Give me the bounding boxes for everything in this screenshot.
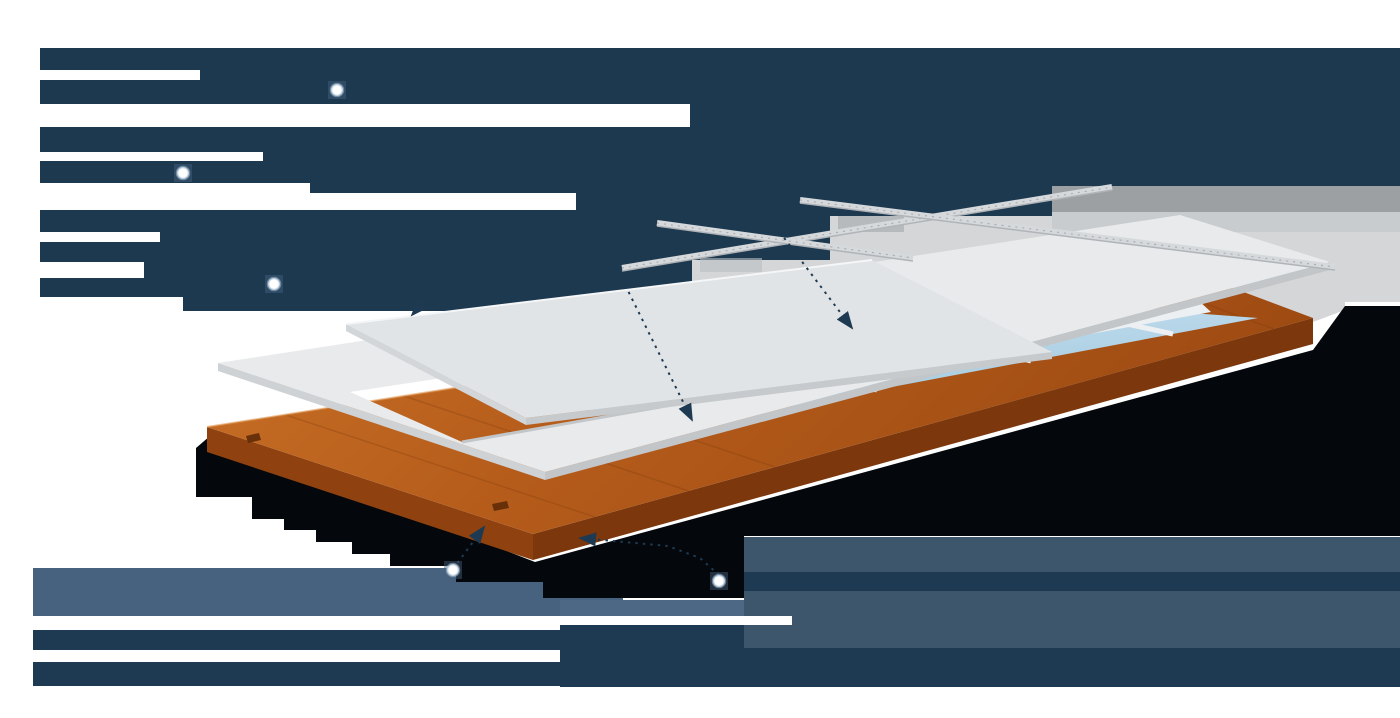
arrow-to-glazing-sheet [410, 237, 483, 317]
glazing-sheet-front-edge [526, 352, 1052, 425]
arrow-to-glazing-channel [747, 189, 854, 330]
redacted-panel-understrip [560, 600, 744, 616]
hero-text-line-mask [40, 70, 200, 80]
hero-text-line-mask [310, 193, 576, 210]
door-edge-notch-1 [246, 433, 261, 443]
callout-4 [444, 561, 462, 579]
bg-white-strip-right [1345, 302, 1400, 308]
redacted-panel-bottom-middle [744, 537, 1400, 650]
callout-1 [328, 81, 346, 99]
door-slab-front-face [533, 318, 1313, 560]
arrow-to-door-edge-notch [452, 525, 486, 570]
frame-layer-left-edge [218, 363, 545, 480]
hero-text-line-mask [40, 262, 144, 278]
white-gap-strip [543, 616, 792, 625]
bg-step-artifact-2 [700, 258, 762, 272]
redacted-line-bottom-left-3 [33, 662, 597, 686]
door-shadow [196, 306, 1400, 598]
callout-dot [175, 165, 191, 181]
redacted-bar-bottom-wide [744, 648, 1400, 687]
arrow-to-frame-opening [591, 217, 693, 422]
muntin-bar-2 [799, 197, 1336, 271]
redacted-panel-stripe [744, 572, 1400, 591]
glazing-sheet-layer [345, 259, 1052, 425]
hero-text-line-mask [40, 104, 690, 127]
glazing-sheet-back-highlight [345, 259, 873, 325]
glazing-sheet-top-face [346, 260, 1052, 418]
redacted-bar-bottom-middle-left [560, 625, 744, 687]
redacted-line-bottom-left-2 [33, 630, 615, 650]
callout-5 [710, 572, 728, 590]
hero-text-line-mask [40, 232, 160, 242]
callout-3 [265, 275, 283, 293]
glazing-sheet-left-edge [346, 324, 526, 425]
door-slab-left-face [207, 427, 533, 560]
muntin-bar-3 [656, 220, 914, 262]
white-indent-gap [33, 650, 240, 662]
callout-dot [266, 276, 282, 292]
redacted-heading-bottom-left-tail [333, 598, 623, 616]
muntin-sticks [621, 184, 1336, 272]
hero-text-line-mask [40, 152, 263, 161]
hero-text-line-mask [40, 297, 183, 311]
callout-dot [445, 562, 461, 578]
callout-dot [711, 573, 727, 589]
callout-2 [174, 164, 192, 182]
hero-text-line-mask [40, 183, 310, 210]
callout-dot [329, 82, 345, 98]
muntin-bar-1 [621, 184, 1113, 272]
door-edge-notch-2 [492, 501, 509, 511]
